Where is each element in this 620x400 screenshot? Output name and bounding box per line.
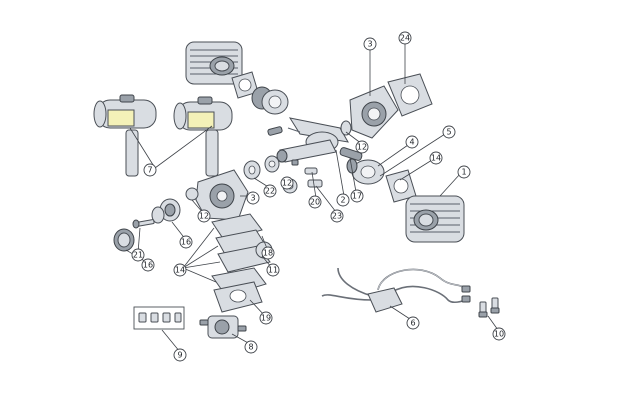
right-gasket-plate: [387, 73, 433, 117]
callout-label: 4: [409, 138, 414, 147]
callout-5: 5: [442, 125, 456, 139]
crankshaft-assembly: [267, 117, 349, 163]
callout-label: 20: [310, 198, 320, 207]
right-piston: [346, 158, 385, 185]
callout-16-b: 16: [141, 258, 155, 272]
callout-label: 8: [248, 343, 253, 352]
spark-plug-caps-box: [133, 306, 185, 330]
callout-label: 12: [357, 143, 367, 152]
callout-10: 10: [492, 327, 506, 341]
right-crankcase: [340, 85, 399, 139]
callout-label: 6: [410, 319, 415, 328]
callout-label: 14: [431, 154, 441, 163]
callout-22: 22: [263, 184, 277, 198]
pulley: [151, 198, 181, 224]
callout-label: 9: [177, 351, 182, 360]
callout-label: 21: [133, 251, 143, 260]
prop-hub: [113, 228, 135, 252]
callout-label: 22: [265, 187, 275, 196]
right-cylinder: [405, 195, 465, 243]
callout-label: 5: [446, 128, 451, 137]
callout-label: 12: [199, 212, 209, 221]
intake-spacers: [211, 213, 273, 313]
callout-label: 3: [367, 40, 372, 49]
callout-23: 23: [330, 209, 344, 223]
callout-6: 6: [406, 316, 420, 330]
callout-14-b: 14: [173, 263, 187, 277]
callout-label: 12: [282, 179, 292, 188]
muffler-right: [173, 96, 233, 177]
callout-20: 20: [308, 195, 322, 209]
callout-2: 2: [336, 193, 350, 207]
muffler-left: [93, 94, 157, 177]
callout-9: 9: [173, 348, 187, 362]
callout-label: 1: [461, 168, 466, 177]
small-pins: [291, 159, 323, 188]
callout-11: 11: [266, 263, 280, 277]
callout-16-a: 16: [179, 235, 193, 249]
callout-3-mid: 3: [246, 191, 260, 205]
callout-12-b: 12: [280, 176, 294, 190]
callout-label: 19: [261, 314, 271, 323]
callout-4: 4: [405, 135, 419, 149]
callout-label: 23: [332, 212, 342, 221]
bolt: [132, 219, 155, 229]
callout-label: 10: [494, 330, 504, 339]
callout-17: 17: [350, 189, 364, 203]
left-crankcase: [185, 169, 249, 221]
left-bearings: [243, 155, 298, 194]
callout-label: 24: [400, 34, 410, 43]
spark-plugs: [478, 297, 500, 318]
callout-21: 21: [131, 248, 145, 262]
callout-label: 17: [352, 192, 362, 201]
callout-3-top: 3: [363, 37, 377, 51]
callout-18: 18: [261, 246, 275, 260]
callout-8: 8: [244, 340, 258, 354]
callout-12-a: 12: [355, 140, 369, 154]
callout-label: 16: [143, 261, 153, 270]
callout-12-c: 12: [197, 209, 211, 223]
needle-bearing: [339, 147, 363, 161]
callout-label: 2: [340, 196, 345, 205]
ignition-module: [321, 267, 471, 313]
callout-label: 18: [263, 249, 273, 258]
callout-14-a: 14: [429, 151, 443, 165]
left-cylinder: [185, 41, 243, 85]
callout-19: 19: [259, 311, 273, 325]
callout-label: 16: [181, 238, 191, 247]
callout-label: 7: [147, 166, 152, 175]
callout-label: 3: [250, 194, 255, 203]
carburetor: [199, 315, 247, 339]
callout-24: 24: [398, 31, 412, 45]
callout-label: 11: [268, 266, 278, 275]
callout-label: 14: [175, 266, 185, 275]
left-piston: [251, 86, 289, 115]
callout-7: 7: [143, 163, 157, 177]
callout-1: 1: [457, 165, 471, 179]
